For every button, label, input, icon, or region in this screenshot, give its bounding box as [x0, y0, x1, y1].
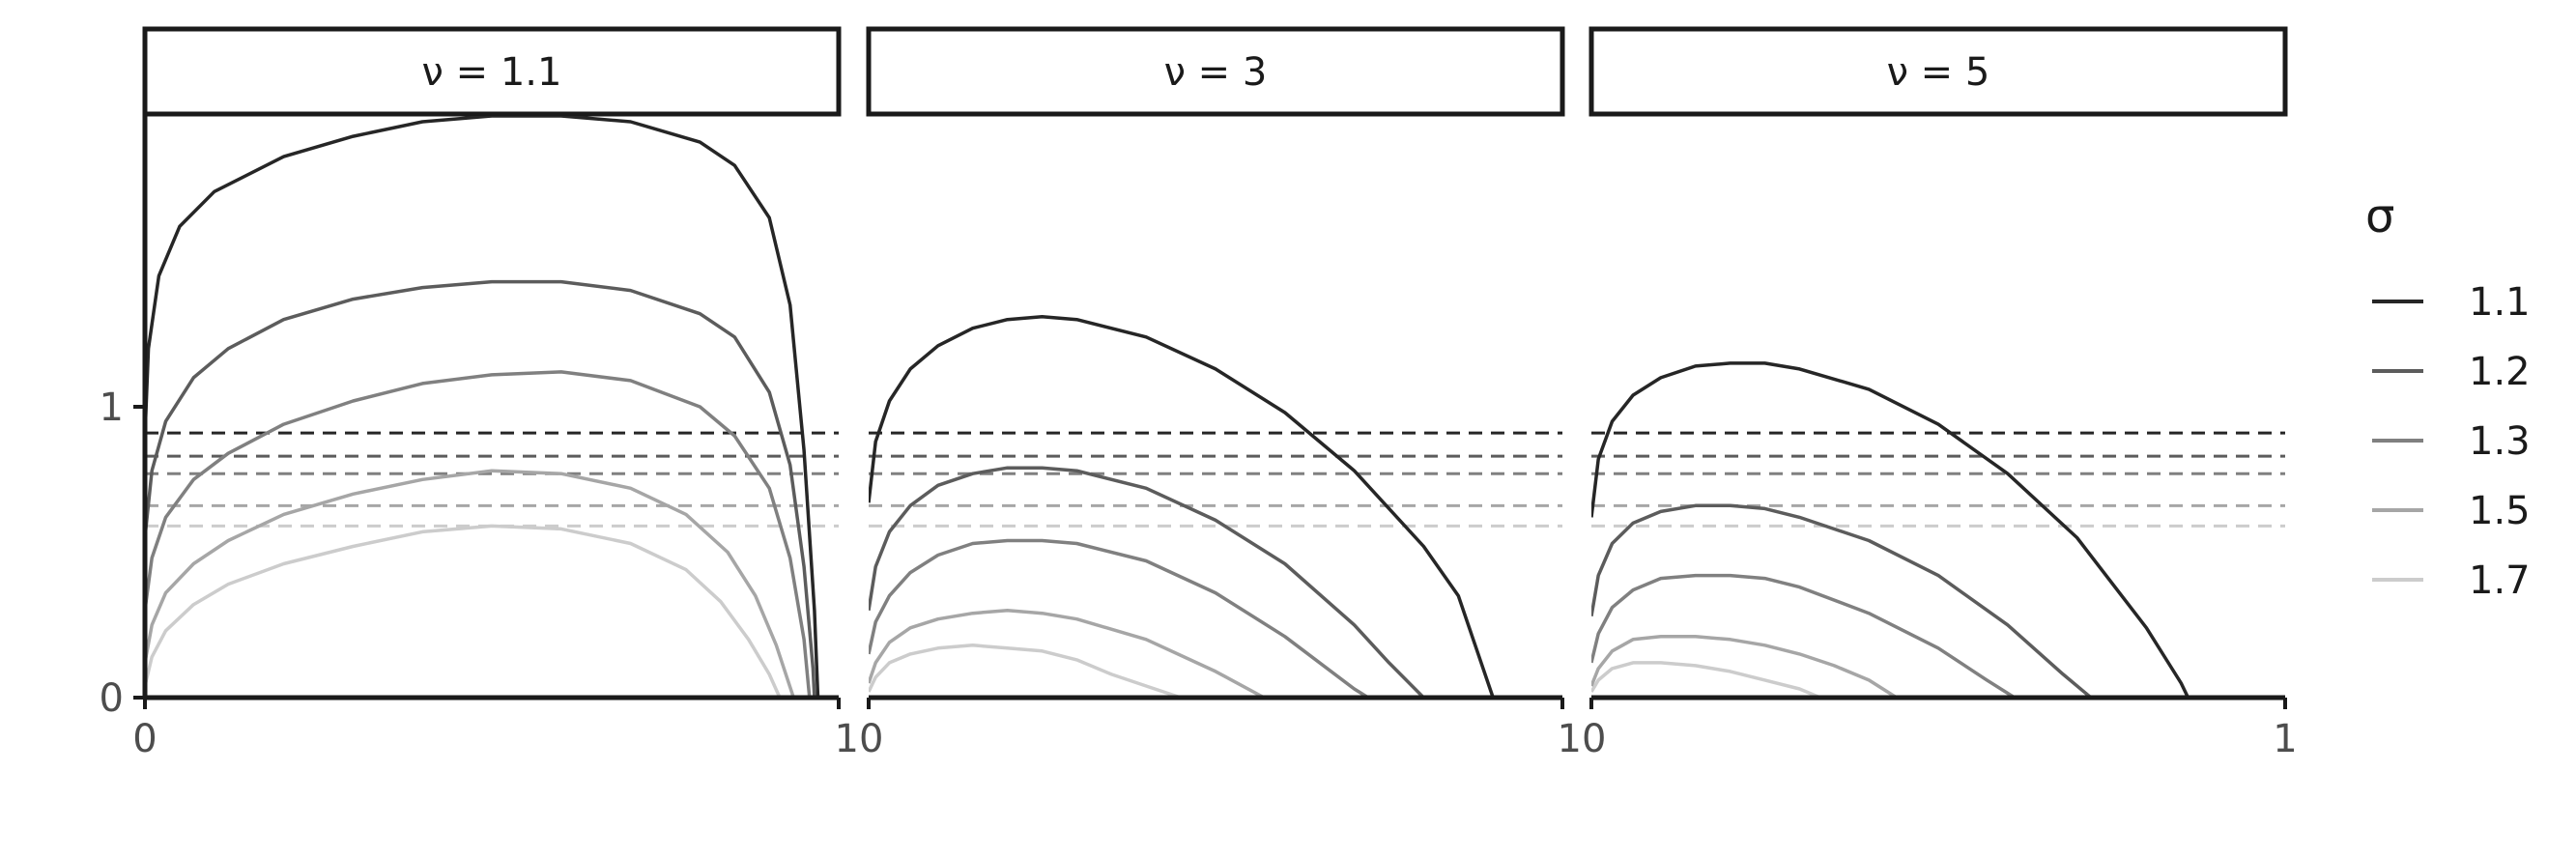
facet-strip: [866, 26, 1565, 117]
x-tick-label: 0: [132, 717, 157, 761]
panel-nu-2: ν = 5: [1589, 26, 2288, 698]
series-line-sigma-1.5: [145, 469, 795, 698]
panel-nu-0: ν = 1.1: [142, 26, 842, 698]
facet-strip: [1589, 26, 2288, 117]
series-line-sigma-1.2: [145, 279, 816, 698]
series-line-sigma-1.1: [145, 116, 820, 698]
legend-label: 1.1: [2469, 280, 2531, 325]
legend-title: σ: [2365, 189, 2394, 243]
series-line-sigma-1.2: [1591, 503, 2093, 698]
series-line-sigma-1.7: [869, 644, 1182, 698]
legend-label: 1.3: [2469, 419, 2531, 464]
legend: σ 1.1 1.2 1.3 1.5 1.7: [2365, 189, 2531, 603]
panels: ν = 1.1 ν = 3 ν = 5: [142, 26, 2288, 698]
series-line-sigma-1.3: [145, 370, 812, 698]
series-line-sigma-1.2: [869, 466, 1425, 698]
series-line-sigma-1.1: [869, 314, 1495, 698]
series-line-sigma-1.7: [1591, 661, 1821, 698]
facet-strip-label: ν = 3: [1164, 50, 1268, 95]
legend-label: 1.2: [2469, 350, 2531, 394]
series-line-sigma-1.7: [145, 524, 782, 698]
series-line-sigma-1.5: [869, 608, 1266, 698]
facet-strip-label: ν = 5: [1887, 50, 1990, 95]
panel-nu-1: ν = 3: [866, 26, 1565, 698]
y-tick-label: 1: [100, 386, 124, 430]
facet-strip-label: ν = 1.1: [422, 50, 562, 95]
legend-label: 1.5: [2469, 489, 2531, 533]
legend-label: 1.7: [2469, 558, 2531, 603]
x-tick-label: 10: [1558, 717, 1607, 761]
series-line-sigma-1.1: [1591, 361, 2190, 698]
x-tick-label: 10: [835, 717, 884, 761]
facet-strip: [142, 26, 842, 117]
y-tick-label: 0: [100, 676, 124, 721]
x-tick-label: 1: [2273, 717, 2297, 761]
series-line-sigma-1.5: [1591, 635, 1898, 698]
series-line-sigma-1.3: [1591, 573, 2016, 698]
series-line-sigma-1.3: [869, 538, 1369, 698]
